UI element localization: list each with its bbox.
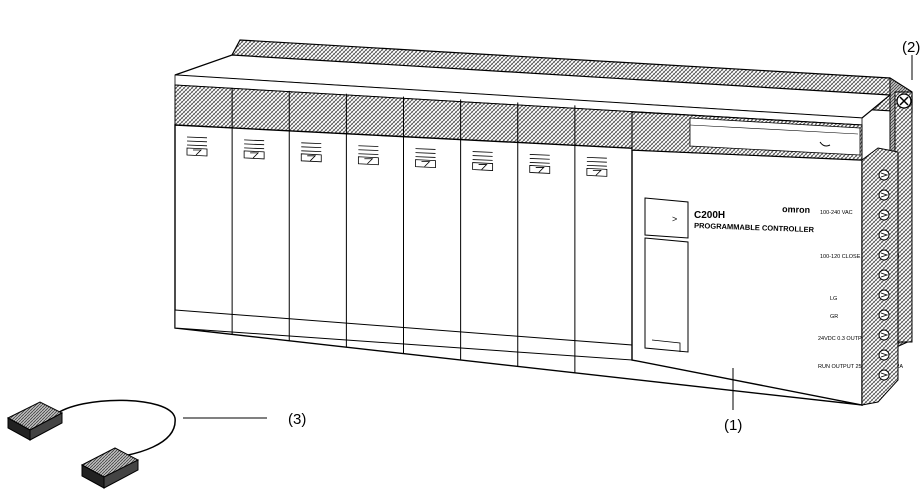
terminal-block [861,147,899,406]
terminal-slot-icon [880,172,889,178]
callout-label-backplane: (2) [902,39,920,56]
terminal-slot-icon [880,312,889,318]
callout-label-cpu: (1) [724,417,742,434]
terminal-slot-icon [880,192,889,198]
terminal-slot-icon [880,252,889,258]
terminal-screw-icon [878,369,890,381]
terminal-lg-label: LG [830,296,837,302]
connector-icon [6,401,64,441]
terminal-slot-icon [880,352,889,358]
terminal-slot-icon [880,372,889,378]
terminal-run-label: RUN OUTPUT 250VAC 24VDC 2A [818,364,903,370]
chevron-right-icon: > [672,214,677,224]
terminal-slot-icon [880,232,889,238]
terminal-slot-icon [880,332,889,338]
io-module-label-icon [586,156,608,177]
terminal-screw-icon [878,309,890,321]
terminal-screw-icon [878,249,890,261]
terminal-screw-icon [878,289,890,301]
cpu-subtitle: PROGRAMMABLE CONTROLLER [694,221,815,234]
terminal-screw-icon [878,329,890,341]
terminal-screw-icon [878,169,890,181]
terminal-gr-label: GR [830,314,838,320]
callout-label-cable: (3) [288,411,306,428]
terminal-24v-label: 24VDC 0.3 OUTPUT [818,336,870,342]
terminal-screw-icon [878,349,890,361]
io-modules [186,87,608,373]
cpu-model: C200H [694,210,725,221]
io-module-label-icon [186,136,208,157]
connector-icon [80,447,140,489]
terminal-screw-icon [878,269,890,281]
terminal-voltage-label: 100-120 CLOSE 200-240 OPEN [820,254,899,260]
io-module-label-icon [300,142,322,163]
terminal-slot-icon [880,272,889,278]
io-module-label-icon [357,145,379,166]
connecting-cable [6,399,176,489]
screw-icon [896,93,912,109]
io-module-label-icon [415,148,436,169]
terminal-screw-icon [878,189,890,201]
rack-top [174,54,892,126]
terminal-screw-icon [878,209,890,221]
io-module-label-icon [529,154,551,174]
terminal-labels: 100-240 VAC 100-120 CLOSE 200-240 OPEN L… [818,210,903,370]
cpu-mark-icon [819,141,831,147]
terminal-screw-icon [878,229,890,241]
cpu-unit: > C200H PROGRAMMABLE CONTROLLER omron [631,111,863,406]
terminal-slot-icon [880,292,889,298]
terminal-slot-icon [880,212,889,218]
cpu-brand: omron [782,204,810,215]
terminal-power-label: 100-240 VAC [820,210,853,216]
io-module-label-icon [243,139,265,160]
io-module-label-icon [472,151,494,171]
